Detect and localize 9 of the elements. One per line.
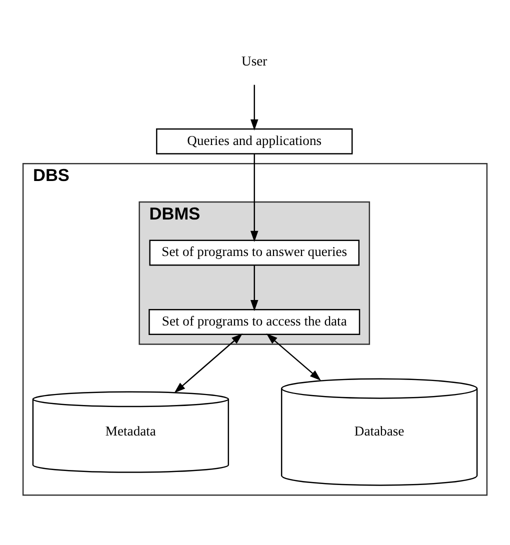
node-text: User	[242, 54, 268, 69]
node-box: Set of programs to access the data	[148, 309, 360, 335]
arrow	[250, 154, 258, 242]
arrow	[174, 334, 243, 393]
node-box: Set of programs to answer queries	[149, 240, 360, 266]
arrow	[266, 334, 321, 381]
arrow	[250, 266, 258, 312]
arrow	[250, 84, 258, 130]
node-box: Queries and applications	[156, 128, 353, 154]
